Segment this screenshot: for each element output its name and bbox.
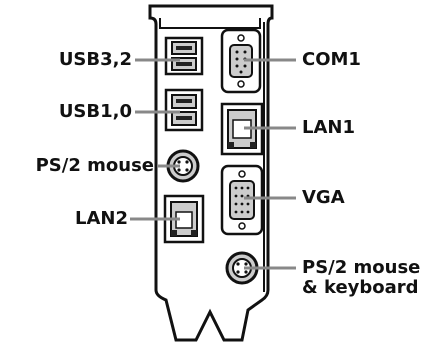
bracket-top-tab <box>159 18 261 29</box>
ps2-mouse-port <box>166 149 200 183</box>
label-ps2-combo-line2: & keyboard <box>302 277 419 298</box>
label-vga: VGA <box>302 187 345 208</box>
label-lan2: LAN2 <box>75 208 128 229</box>
label-usb32: USB3,2 <box>58 49 132 70</box>
label-usb10: USB1,0 <box>58 101 132 122</box>
usb32-port <box>164 36 204 76</box>
ps2-combo-port <box>225 251 259 285</box>
vga-port <box>220 164 264 236</box>
label-lan1: LAN1 <box>302 117 355 138</box>
label-ps2-mouse: PS/2 mouse <box>35 155 154 176</box>
com1-port <box>220 28 262 94</box>
label-com1: COM1 <box>302 49 361 70</box>
label-ps2-combo-line1: PS/2 mouse <box>302 257 421 278</box>
usb10-port <box>164 88 204 132</box>
